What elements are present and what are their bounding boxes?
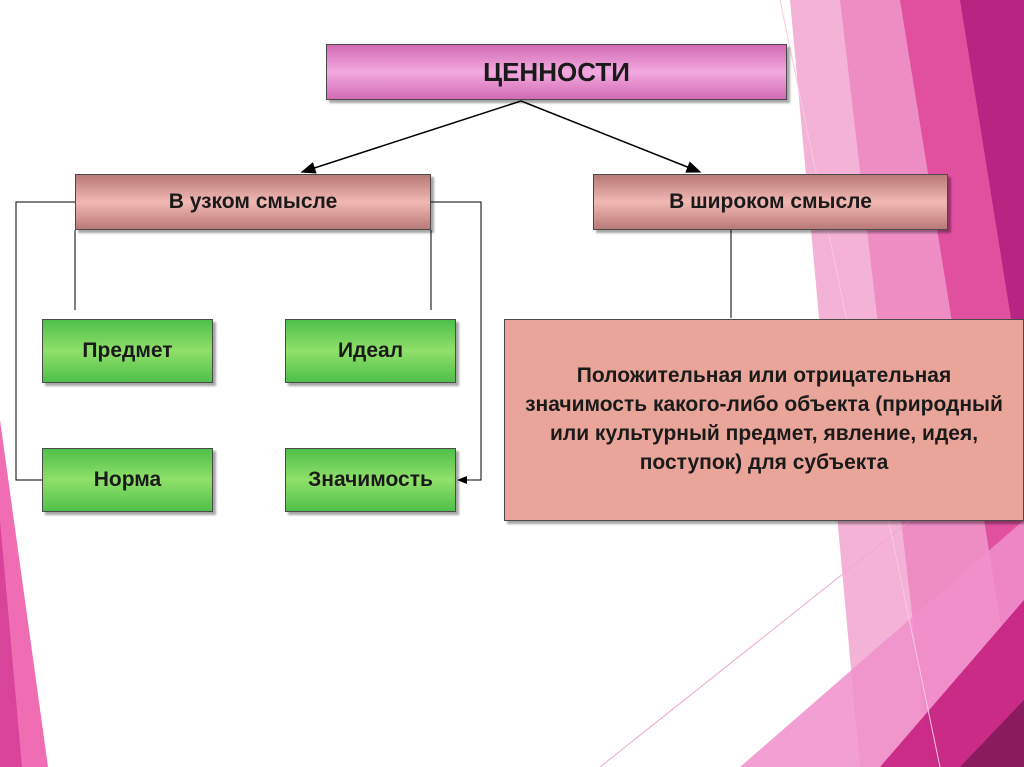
leaf-predmet: Предмет xyxy=(42,319,213,383)
node-broad-sense: В широком смысле xyxy=(593,174,948,230)
leaf-ideal: Идеал xyxy=(285,319,456,383)
arrow-to-znachimost xyxy=(431,201,482,484)
node-narrow-sense: В узком смысле xyxy=(75,174,431,230)
root-node-values: ЦЕННОСТИ xyxy=(326,44,787,100)
arrow-to-narrow xyxy=(300,100,522,174)
leaf-znachimost: Значимость xyxy=(285,448,456,512)
leaf-norma: Норма xyxy=(42,448,213,512)
broad-definition-box: Положительная или отрицательная значимос… xyxy=(504,319,1024,521)
arrow-to-broad xyxy=(520,100,702,173)
line-to-norma xyxy=(15,201,75,481)
